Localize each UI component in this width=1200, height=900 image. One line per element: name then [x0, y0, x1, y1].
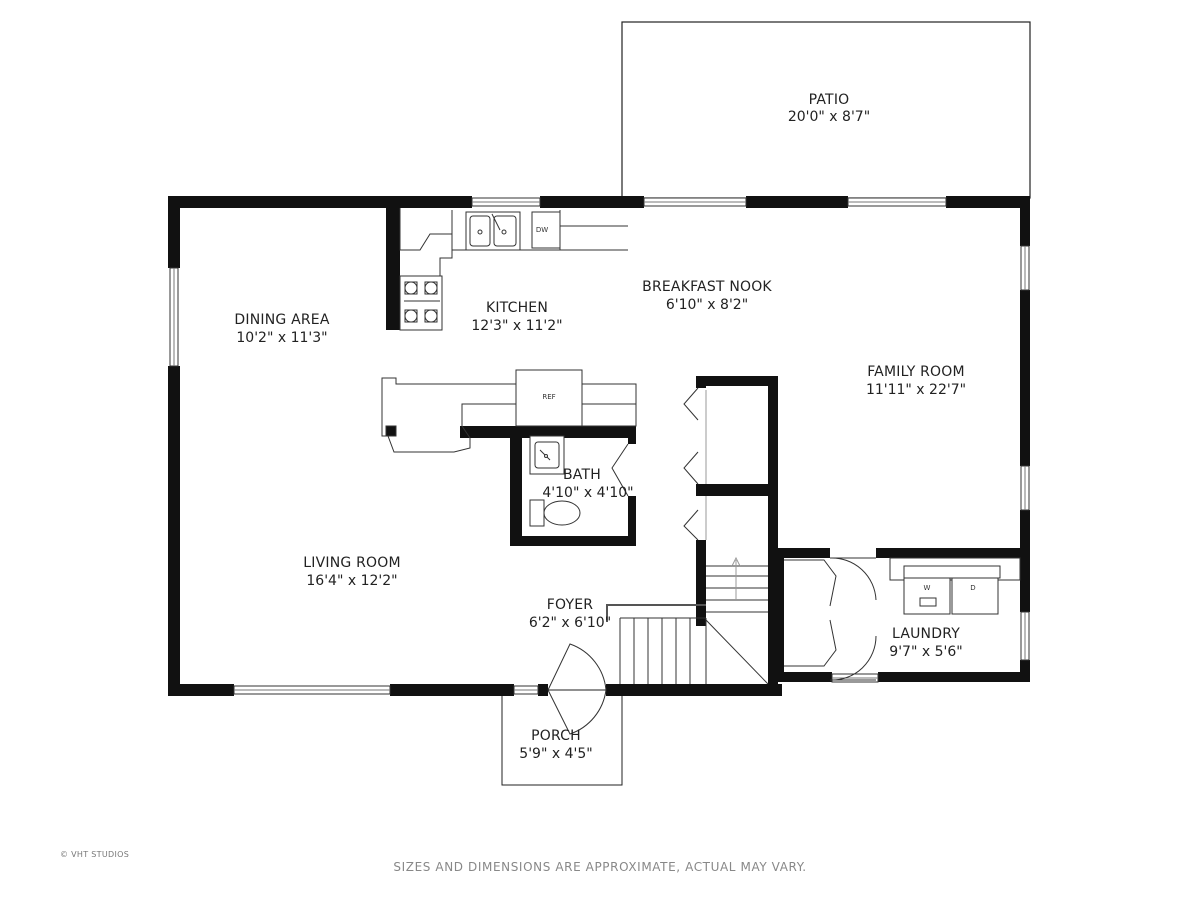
- foyer-dims: 6'2" x 6'10": [529, 615, 611, 631]
- kitchen-name: KITCHEN: [486, 300, 548, 316]
- laundry-dims: 9'7" x 5'6": [889, 644, 962, 660]
- dining-area-dims: 10'2" x 11'3": [236, 330, 327, 346]
- living-room-dims: 16'4" x 12'2": [306, 573, 397, 589]
- foyer-name: FOYER: [547, 597, 594, 613]
- washer-label: W: [924, 584, 931, 592]
- dryer-label: D: [970, 584, 975, 592]
- credit-text: © VHT STUDIOS: [60, 850, 130, 859]
- windows: [169, 197, 1030, 695]
- porch-dims: 5'9" x 4'5": [519, 746, 592, 762]
- fixture-labels: DW REF W D: [536, 226, 976, 592]
- front-door: [547, 643, 607, 735]
- patio-name: PATIO: [809, 92, 850, 108]
- dishwasher-label: DW: [536, 226, 548, 234]
- bath-dims: 4'10" x 4'10": [542, 485, 633, 501]
- family-room-name: FAMILY ROOM: [867, 364, 965, 380]
- dining-area-name: DINING AREA: [234, 312, 329, 328]
- laundry-name: LAUNDRY: [892, 626, 960, 642]
- bath-fixtures: [529, 435, 629, 527]
- interior-walls: [386, 208, 1030, 692]
- family-room-dims: 11'11" x 22'7": [866, 382, 966, 398]
- disclaimer-text: SIZES AND DIMENSIONS ARE APPROXIMATE, AC…: [393, 860, 807, 874]
- exterior-walls: [168, 196, 1030, 696]
- kitchen-dims: 12'3" x 11'2": [471, 318, 562, 334]
- kitchen-peninsula: [381, 369, 637, 453]
- closet-doors: [683, 387, 707, 541]
- laundry-appliances: [889, 557, 1021, 615]
- stairs: [619, 556, 769, 685]
- kitchen-cabinets: [399, 208, 628, 331]
- porch: [501, 689, 623, 786]
- refrigerator-label: REF: [542, 393, 555, 401]
- patio-dims: 20'0" x 8'7": [788, 109, 870, 125]
- porch-name: PORCH: [531, 728, 581, 744]
- room-labels: PATIO 20'0" x 8'7" BREAKFAST NOOK 6'10" …: [234, 92, 966, 762]
- breakfast-nook-dims: 6'10" x 8'2": [666, 297, 748, 313]
- bath-name: BATH: [563, 467, 601, 483]
- living-room-name: LIVING ROOM: [303, 555, 400, 571]
- breakfast-nook-name: BREAKFAST NOOK: [642, 279, 772, 295]
- laundry-doors: [784, 557, 877, 681]
